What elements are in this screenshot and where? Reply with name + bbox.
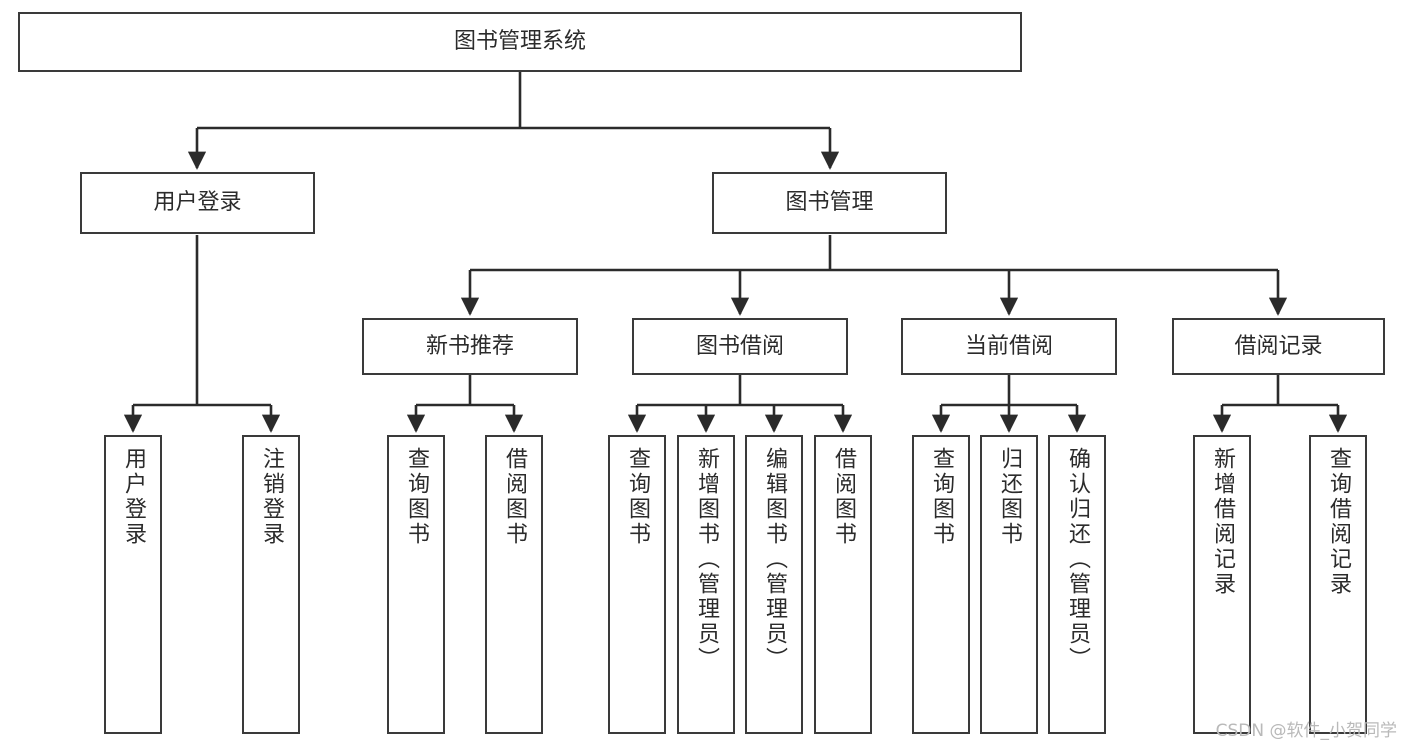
node-label: 用户登录 [153,190,242,216]
node-new-book-recommend[interactable]: 新书推荐 [362,318,578,375]
node-label: 新增借阅记录 [1210,447,1235,597]
node-label: 查询图书 [929,447,954,547]
node-label: 用户登录 [121,447,146,547]
leaf-borrow-query-book[interactable]: 查询图书 [608,435,666,734]
node-label: 当前借阅 [964,333,1053,359]
node-root-book-management-system[interactable]: 图书管理系统 [18,12,1022,72]
node-label: 图书管理 [785,190,874,216]
node-label: 编辑图书（管理员） [762,447,787,672]
node-label: 新增图书（管理员） [694,447,719,672]
node-label: 查询借阅记录 [1326,447,1351,597]
node-label: 图书管理系统 [453,29,586,55]
node-label: 注销登录 [259,447,284,547]
leaf-recommend-borrow-book[interactable]: 借阅图书 [485,435,543,734]
node-label: 查询图书 [404,447,429,547]
leaf-current-return-book[interactable]: 归还图书 [980,435,1038,734]
leaf-current-confirm-return-admin[interactable]: 确认归还（管理员） [1048,435,1106,734]
node-borrow-record[interactable]: 借阅记录 [1172,318,1385,375]
node-label: 图书借阅 [695,333,784,359]
node-label: 借阅记录 [1234,333,1323,359]
node-current-borrow[interactable]: 当前借阅 [901,318,1117,375]
node-label: 借阅图书 [502,447,527,547]
leaf-borrow-borrow-book[interactable]: 借阅图书 [814,435,872,734]
leaf-user-login-signout[interactable]: 注销登录 [242,435,300,734]
leaf-current-query-book[interactable]: 查询图书 [912,435,970,734]
node-book-borrow[interactable]: 图书借阅 [632,318,848,375]
node-label: 借阅图书 [831,447,856,547]
node-book-management[interactable]: 图书管理 [712,172,947,234]
node-label: 确认归还（管理员） [1065,447,1090,672]
node-label: 新书推荐 [425,333,514,359]
leaf-record-query-record[interactable]: 查询借阅记录 [1309,435,1367,734]
leaf-borrow-edit-book-admin[interactable]: 编辑图书（管理员） [745,435,803,734]
watermark: CSDN @软件_小贺同学 [1215,721,1397,741]
node-label: 归还图书 [997,447,1022,547]
node-user-login[interactable]: 用户登录 [80,172,315,234]
leaf-borrow-add-book-admin[interactable]: 新增图书（管理员） [677,435,735,734]
leaf-user-login-signin[interactable]: 用户登录 [104,435,162,734]
leaf-record-add-record[interactable]: 新增借阅记录 [1193,435,1251,734]
node-label: 查询图书 [625,447,650,547]
leaf-recommend-query-book[interactable]: 查询图书 [387,435,445,734]
